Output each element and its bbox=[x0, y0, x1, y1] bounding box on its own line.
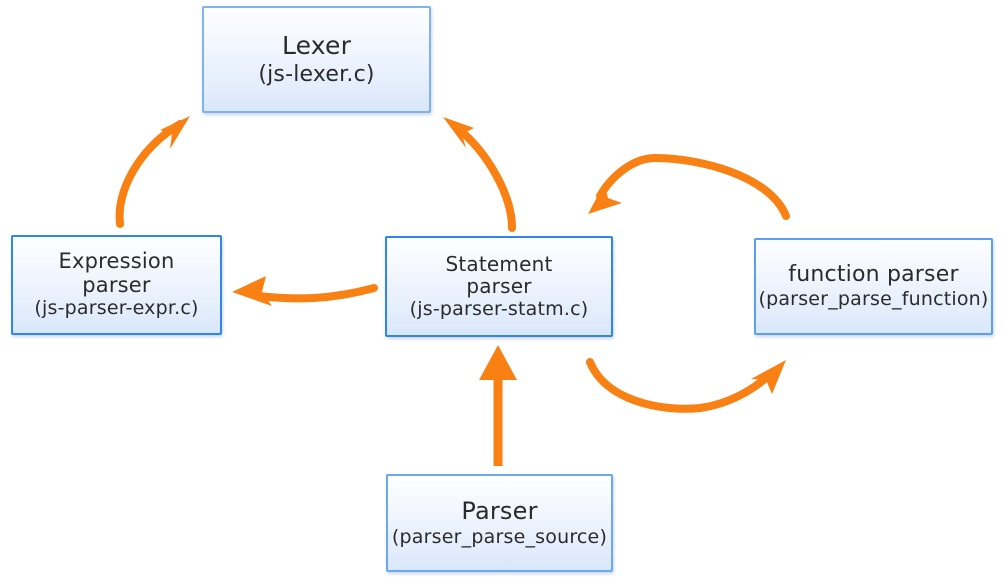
node-lexer-subtitle: (js-lexer.c) bbox=[258, 61, 375, 87]
edge-statement-to-expression bbox=[232, 276, 378, 306]
node-expression-parser-title-line1: Expression bbox=[58, 249, 175, 274]
node-parser[interactable]: Parser (parser_parse_source) bbox=[386, 474, 613, 572]
node-function-parser-title: function parser bbox=[788, 261, 959, 287]
edge-parser-to-statement bbox=[479, 345, 517, 466]
edge-statement-to-function bbox=[586, 358, 786, 413]
node-expression-parser-subtitle: (js-parser-expr.c) bbox=[34, 297, 199, 320]
edge-function-to-statement bbox=[588, 153, 790, 220]
edge-statement-to-lexer bbox=[443, 117, 516, 232]
node-function-parser-subtitle: (parser_parse_function) bbox=[758, 288, 989, 311]
node-statement-parser-subtitle: (js-parser-statm.c) bbox=[409, 297, 589, 320]
node-statement-parser-title-line2: parser bbox=[466, 274, 532, 299]
node-statement-parser-title-line1: Statement bbox=[445, 251, 553, 276]
edge-expression-to-lexer bbox=[115, 116, 190, 228]
node-lexer-title: Lexer bbox=[281, 30, 352, 60]
node-statement-parser[interactable]: Statement parser (js-parser-statm.c) bbox=[385, 236, 613, 337]
node-expression-parser-title-line2: parser bbox=[82, 272, 151, 297]
node-lexer[interactable]: Lexer (js-lexer.c) bbox=[202, 6, 431, 113]
node-parser-title: Parser bbox=[461, 496, 538, 525]
node-function-parser[interactable]: function parser (parser_parse_function) bbox=[754, 238, 993, 335]
node-parser-subtitle: (parser_parse_source) bbox=[391, 525, 608, 548]
node-expression-parser[interactable]: Expression parser (js-parser-expr.c) bbox=[11, 235, 222, 335]
